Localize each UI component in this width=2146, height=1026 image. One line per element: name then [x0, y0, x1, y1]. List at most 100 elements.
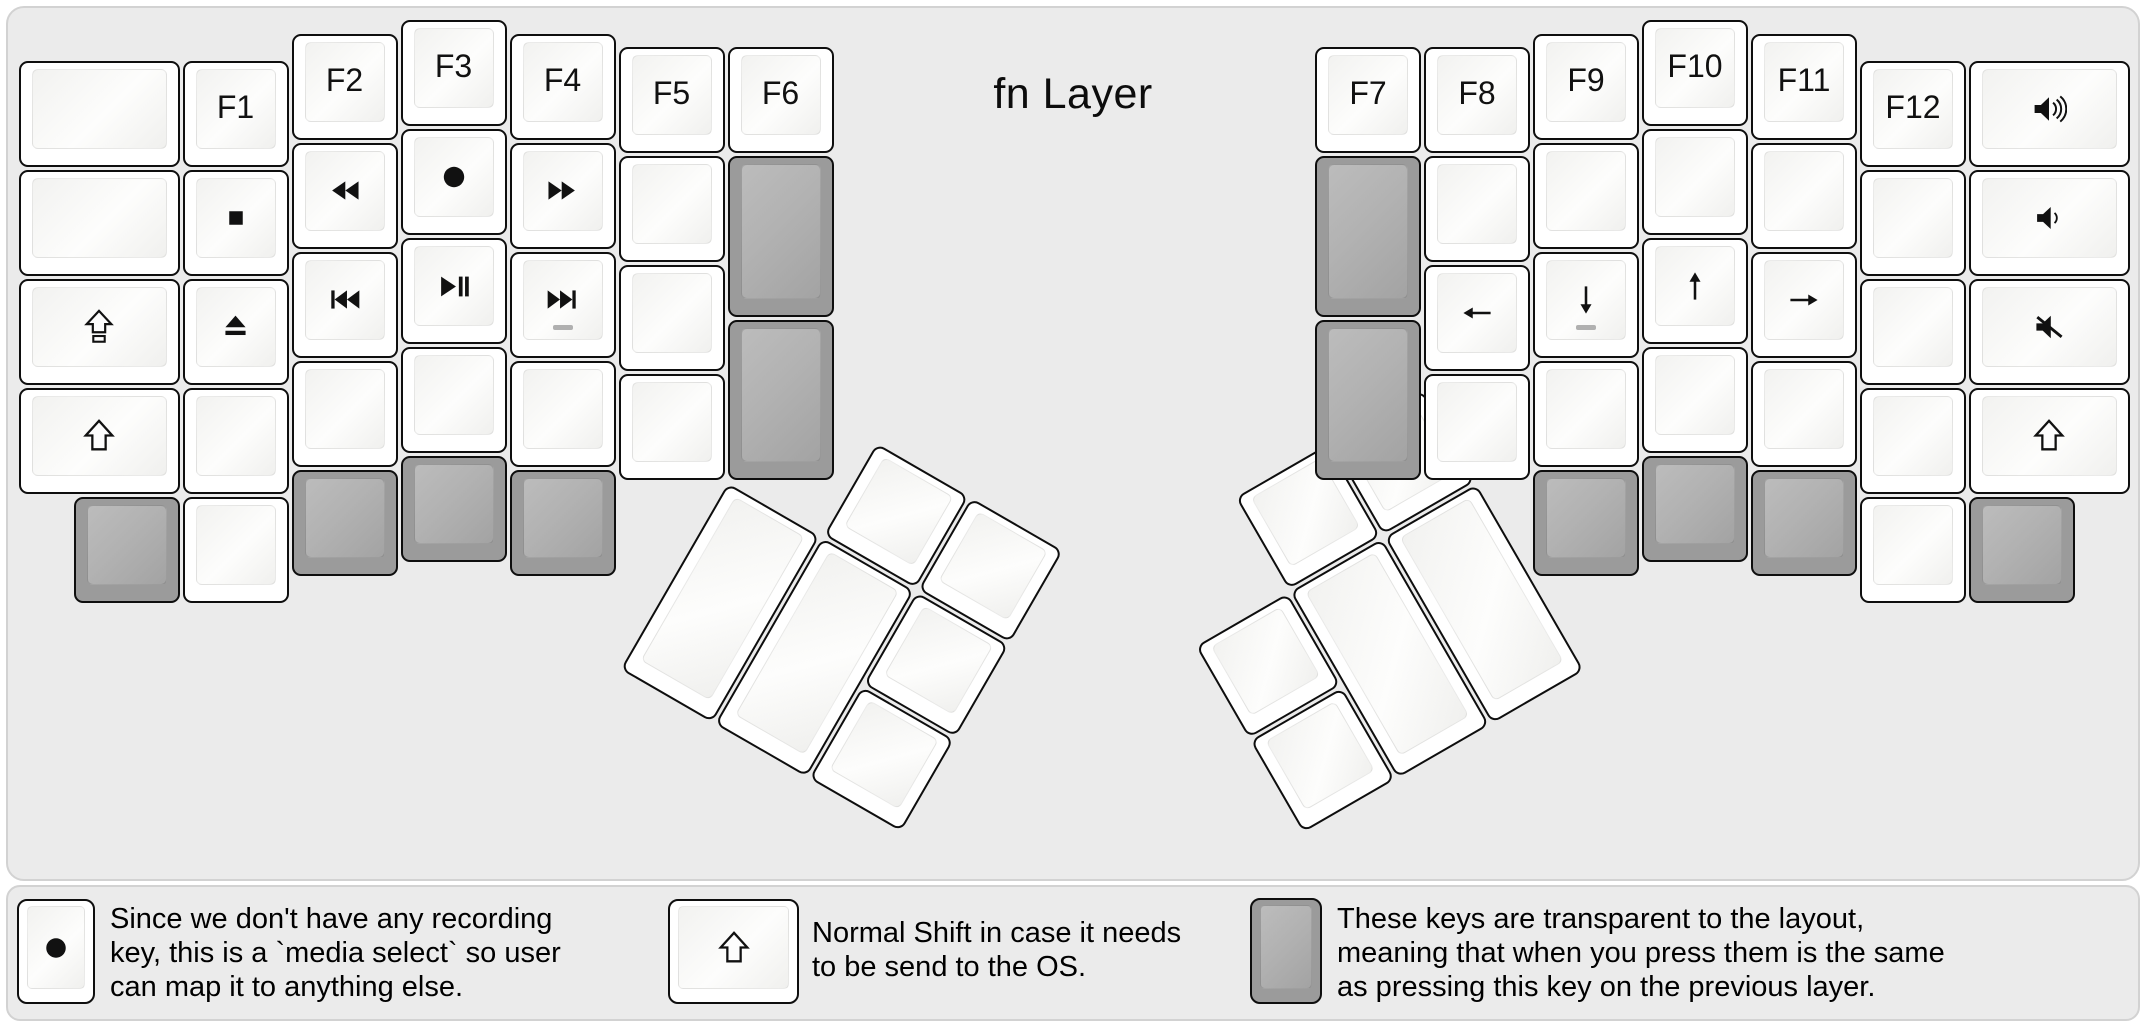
key-transparent[interactable]	[1533, 469, 1639, 576]
key-f6[interactable]: F6	[727, 47, 834, 154]
key-f11-cap: F11	[1764, 41, 1844, 122]
shift-lock-icon	[80, 308, 118, 346]
key-transparent-cap	[740, 327, 821, 463]
key-blank[interactable]	[19, 60, 180, 167]
key-f12-cap: F12	[1873, 68, 1953, 149]
key-blank[interactable]	[291, 360, 398, 467]
key-f12[interactable]: F12	[1860, 60, 1966, 167]
key-f3-label: F3	[434, 48, 473, 84]
key-f1[interactable]: F1	[182, 60, 289, 167]
legend-text-3-line-3: as pressing this key on the previous lay…	[1337, 971, 1876, 1003]
key-f1-cap: F1	[195, 68, 276, 149]
key-volume-up[interactable]	[1969, 60, 2130, 167]
key-arrow-up-cap	[1655, 246, 1735, 326]
key-blank-cap	[631, 273, 712, 354]
key-blank-cap	[1655, 137, 1735, 217]
key-shift[interactable]	[1969, 387, 2130, 494]
key-blank[interactable]	[1424, 374, 1530, 481]
key-transparent[interactable]	[1969, 496, 2075, 603]
key-transparent[interactable]	[291, 469, 398, 576]
key-blank[interactable]	[1533, 360, 1639, 467]
key-blank[interactable]	[1424, 156, 1530, 263]
key-f4[interactable]: F4	[509, 33, 616, 140]
key-transparent-cap	[1655, 464, 1735, 544]
key-transparent[interactable]	[400, 456, 507, 562]
key-play-pause-cap	[413, 246, 494, 326]
key-blank-cap	[304, 368, 385, 449]
key-blank[interactable]	[182, 387, 289, 494]
key-f5[interactable]: F5	[618, 47, 725, 154]
key-transparent[interactable]	[727, 319, 834, 481]
shift-icon	[80, 417, 118, 455]
key-shift[interactable]	[19, 387, 180, 494]
key-arrow-left[interactable]	[1424, 265, 1530, 372]
key-mute[interactable]	[1969, 278, 2130, 385]
key-arrow-up[interactable]	[1642, 238, 1748, 344]
key-blank[interactable]	[1751, 360, 1857, 467]
key-volume-down[interactable]	[1969, 169, 2130, 276]
key-rewind[interactable]	[291, 142, 398, 249]
legend-text-2-line-2: to be send to the OS.	[812, 951, 1087, 983]
key-f10-label: F10	[1667, 48, 1723, 84]
eject-icon	[220, 311, 251, 342]
key-blank-cap	[1764, 150, 1844, 231]
key-f7[interactable]: F7	[1315, 47, 1421, 154]
key-transparent-cap	[740, 164, 821, 299]
key-transparent[interactable]	[73, 496, 180, 603]
key-stop[interactable]	[182, 169, 289, 276]
key-record-cap	[413, 137, 494, 217]
fast-forward-icon	[546, 174, 579, 207]
key-f9[interactable]: F9	[1533, 33, 1639, 140]
key-f10[interactable]: F10	[1642, 20, 1748, 126]
key-prev-track[interactable]	[291, 251, 398, 358]
homing-bar	[552, 325, 573, 330]
key-f11[interactable]: F11	[1751, 33, 1857, 140]
key-arrow-down-cap	[1546, 259, 1626, 340]
key-arrow-right[interactable]	[1751, 251, 1857, 358]
key-play-pause[interactable]	[400, 238, 507, 344]
key-next-track[interactable]	[509, 251, 616, 358]
key-f1-label: F1	[216, 88, 255, 125]
key-blank[interactable]	[19, 169, 180, 276]
key-transparent[interactable]	[509, 469, 616, 576]
key-blank[interactable]	[1642, 347, 1748, 453]
key-blank[interactable]	[618, 265, 725, 372]
key-blank-cap	[522, 368, 603, 449]
key-blank[interactable]	[509, 360, 616, 467]
key-f2[interactable]: F2	[291, 33, 398, 140]
key-eject[interactable]	[182, 278, 289, 385]
key-fast-forward[interactable]	[509, 142, 616, 249]
key-blank[interactable]	[1860, 278, 1966, 385]
key-blank[interactable]	[1751, 142, 1857, 249]
key-blank-cap	[1873, 177, 1953, 258]
key-transparent[interactable]	[1315, 156, 1421, 317]
key-blank[interactable]	[400, 347, 507, 453]
key-transparent[interactable]	[1315, 319, 1421, 481]
key-record[interactable]	[400, 129, 507, 235]
shift-key-icon-cap	[678, 906, 789, 989]
key-f3[interactable]: F3	[400, 20, 507, 126]
key-stop-cap	[195, 177, 276, 258]
key-blank[interactable]	[1533, 142, 1639, 249]
legend-text-3-line-1: These keys are transparent to the layout…	[1337, 903, 1865, 935]
key-transparent[interactable]	[727, 156, 834, 317]
key-blank-cap	[1546, 368, 1626, 449]
key-next-track-cap	[522, 259, 603, 340]
key-transparent[interactable]	[1751, 469, 1857, 576]
key-blank[interactable]	[1860, 169, 1966, 276]
prev-track-icon	[328, 283, 361, 316]
key-blank[interactable]	[1860, 496, 1966, 603]
key-shift-lock[interactable]	[19, 278, 180, 385]
key-transparent[interactable]	[1642, 456, 1748, 562]
key-blank[interactable]	[618, 156, 725, 263]
key-f8[interactable]: F8	[1424, 47, 1530, 154]
key-blank[interactable]	[182, 496, 289, 603]
key-blank[interactable]	[1642, 129, 1748, 235]
key-blank-cap	[195, 395, 276, 476]
key-transparent-cap	[304, 477, 385, 558]
key-blank[interactable]	[618, 374, 725, 481]
next-track-icon	[546, 283, 579, 316]
key-blank[interactable]	[1860, 387, 1966, 494]
key-arrow-down[interactable]	[1533, 251, 1639, 358]
